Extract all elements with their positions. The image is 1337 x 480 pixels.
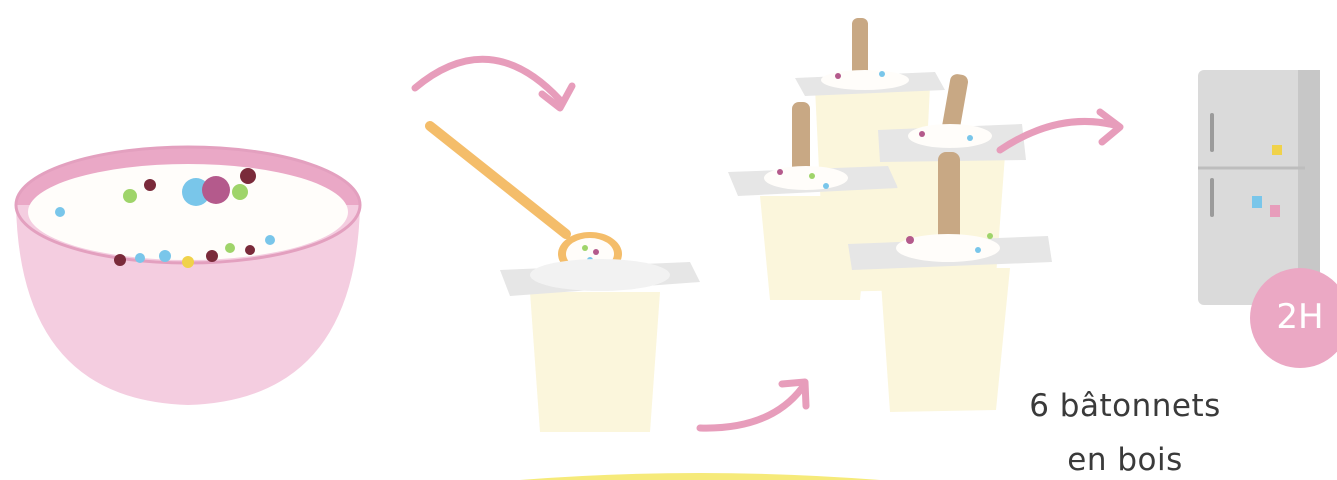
sticks-caption-line2: en bois (1010, 442, 1240, 478)
bowl-icon (16, 147, 360, 405)
spoon-icon (430, 126, 622, 276)
bottom-bar (520, 473, 880, 480)
arrow-icon (700, 388, 802, 428)
arrow-icon (415, 59, 560, 100)
popsicle-icon (728, 18, 1052, 412)
timer-label: 2H (1250, 272, 1337, 362)
yogurt-cup-icon (500, 259, 700, 432)
sticks-caption-line1: 6 bâtonnets (1010, 388, 1240, 424)
